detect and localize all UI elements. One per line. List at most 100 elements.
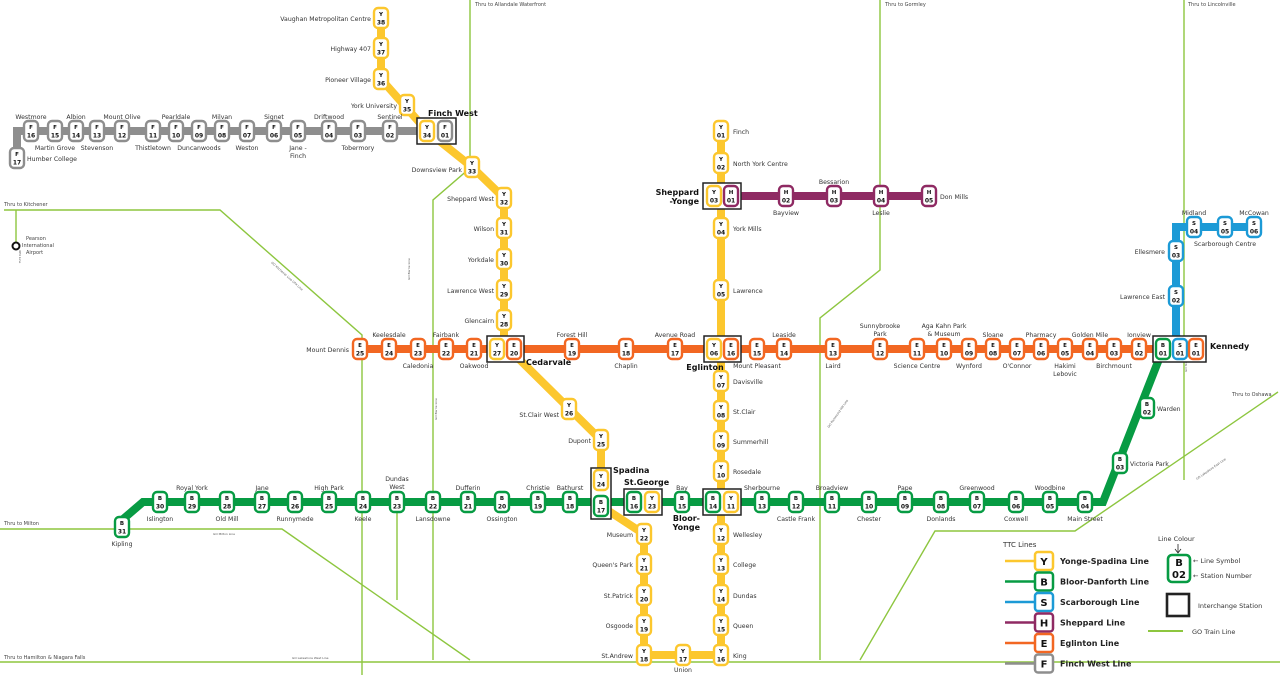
station-Y-26[interactable]: Y26	[560, 397, 578, 421]
station-H-02[interactable]: H02	[777, 184, 795, 208]
station-B-22[interactable]: B22	[424, 490, 442, 514]
station-E-24[interactable]: E24	[380, 337, 398, 361]
station-E-09[interactable]: E09	[960, 337, 978, 361]
station-Y-36[interactable]: Y36	[372, 67, 390, 91]
station-S-02[interactable]: S02	[1167, 284, 1185, 308]
station-F-05[interactable]: F05	[289, 119, 307, 143]
station-B-29[interactable]: B29	[183, 490, 201, 514]
station-B-31[interactable]: B31	[113, 515, 131, 539]
interchange-label-kennedy[interactable]: Kennedy	[1210, 342, 1250, 351]
station-F-03[interactable]: F03	[349, 119, 367, 143]
station-B-24[interactable]: B24	[354, 490, 372, 514]
station-Y-14[interactable]: Y14	[712, 583, 730, 607]
station-Y-16[interactable]: Y16	[712, 643, 730, 667]
station-F-06[interactable]: F06	[265, 119, 283, 143]
station-B-07[interactable]: B07	[968, 490, 986, 514]
station-F-07[interactable]: F07	[238, 119, 256, 143]
interchange-label-cedarvale[interactable]: Cedarvale	[526, 358, 572, 367]
station-Y-15[interactable]: Y15	[712, 613, 730, 637]
station-B-09[interactable]: B09	[896, 490, 914, 514]
station-S-03[interactable]: S03	[1167, 239, 1185, 263]
station-E-08[interactable]: E08	[984, 337, 1002, 361]
station-Y-25[interactable]: Y25	[592, 428, 610, 452]
station-S-06[interactable]: S06	[1245, 215, 1263, 239]
station-E-02[interactable]: E02	[1130, 337, 1148, 361]
station-F-09[interactable]: F09	[190, 119, 208, 143]
station-B-27[interactable]: B27	[253, 490, 271, 514]
station-Y-12[interactable]: Y12	[712, 522, 730, 546]
station-E-22[interactable]: E22	[437, 337, 455, 361]
station-B-21[interactable]: B21	[459, 490, 477, 514]
station-F-01[interactable]: F01	[436, 119, 454, 143]
station-S-01[interactable]: S01	[1171, 337, 1189, 361]
station-B-26[interactable]: B26	[286, 490, 304, 514]
station-F-13[interactable]: F13	[88, 119, 106, 143]
station-B-17[interactable]: B17	[592, 494, 610, 518]
station-Y-30[interactable]: Y30	[495, 247, 513, 271]
station-E-12[interactable]: E12	[871, 337, 889, 361]
station-B-25[interactable]: B25	[320, 490, 338, 514]
station-H-03[interactable]: H03	[825, 184, 843, 208]
station-B-10[interactable]: B10	[860, 490, 878, 514]
station-Y-33[interactable]: Y33	[463, 155, 481, 179]
station-Y-24[interactable]: Y24	[592, 468, 610, 492]
station-B-15[interactable]: B15	[673, 490, 691, 514]
station-Y-21[interactable]: Y21	[635, 552, 653, 576]
station-Y-32[interactable]: Y32	[495, 186, 513, 210]
station-B-11[interactable]: B11	[823, 490, 841, 514]
station-E-15[interactable]: E15	[748, 337, 766, 361]
station-Y-37[interactable]: Y37	[372, 36, 390, 60]
station-E-17[interactable]: E17	[666, 337, 684, 361]
station-S-04[interactable]: S04	[1185, 215, 1203, 239]
station-E-06[interactable]: E06	[1032, 337, 1050, 361]
interchange-label-spadina[interactable]: Spadina	[613, 466, 649, 475]
station-B-28[interactable]: B28	[218, 490, 236, 514]
station-B-16[interactable]: B16	[625, 490, 643, 514]
station-B-30[interactable]: B30	[151, 490, 169, 514]
station-Y-10[interactable]: Y10	[712, 459, 730, 483]
station-H-01[interactable]: H01	[722, 184, 740, 208]
station-Y-06[interactable]: Y06	[705, 337, 723, 361]
station-Y-23[interactable]: Y23	[643, 490, 661, 514]
station-E-07[interactable]: E07	[1008, 337, 1026, 361]
station-Y-19[interactable]: Y19	[635, 613, 653, 637]
station-F-04[interactable]: F04	[320, 119, 338, 143]
station-E-13[interactable]: E13	[824, 337, 842, 361]
station-F-02[interactable]: F02	[381, 119, 399, 143]
station-B-02[interactable]: B02	[1138, 396, 1156, 420]
station-Y-08[interactable]: Y08	[712, 399, 730, 423]
station-B-20[interactable]: B20	[493, 490, 511, 514]
interchange-label-sheppard_yonge[interactable]: Sheppard-Yonge	[656, 188, 700, 206]
station-Y-05[interactable]: Y05	[712, 278, 730, 302]
station-B-06[interactable]: B06	[1007, 490, 1025, 514]
station-F-11[interactable]: F11	[144, 119, 162, 143]
station-E-25[interactable]: E25	[351, 337, 369, 361]
station-F-14[interactable]: F14	[67, 119, 85, 143]
station-S-05[interactable]: S05	[1216, 215, 1234, 239]
station-Y-38[interactable]: Y38	[372, 6, 390, 30]
station-Y-17[interactable]: Y17	[674, 643, 692, 667]
station-Y-13[interactable]: Y13	[712, 552, 730, 576]
station-Y-18[interactable]: Y18	[635, 643, 653, 667]
station-E-01[interactable]: E01	[1187, 337, 1205, 361]
station-E-19[interactable]: E19	[563, 337, 581, 361]
interchange-label-st_george[interactable]: St.George	[624, 478, 670, 487]
station-Y-22[interactable]: Y22	[635, 522, 653, 546]
station-E-23[interactable]: E23	[409, 337, 427, 361]
station-B-01[interactable]: B01	[1154, 337, 1172, 361]
station-Y-27[interactable]: Y27	[488, 337, 506, 361]
station-Y-09[interactable]: Y09	[712, 429, 730, 453]
station-B-19[interactable]: B19	[529, 490, 547, 514]
station-Y-31[interactable]: Y31	[495, 216, 513, 240]
station-F-12[interactable]: F12	[113, 119, 131, 143]
station-E-20[interactable]: E20	[505, 337, 523, 361]
station-Y-20[interactable]: Y20	[635, 583, 653, 607]
station-B-04[interactable]: B04	[1076, 490, 1094, 514]
station-B-08[interactable]: B08	[932, 490, 950, 514]
station-E-11[interactable]: E11	[908, 337, 926, 361]
station-E-10[interactable]: E10	[935, 337, 953, 361]
station-Y-34[interactable]: Y34	[418, 119, 436, 143]
station-E-18[interactable]: E18	[617, 337, 635, 361]
station-Y-04[interactable]: Y04	[712, 216, 730, 240]
station-E-04[interactable]: E04	[1081, 337, 1099, 361]
